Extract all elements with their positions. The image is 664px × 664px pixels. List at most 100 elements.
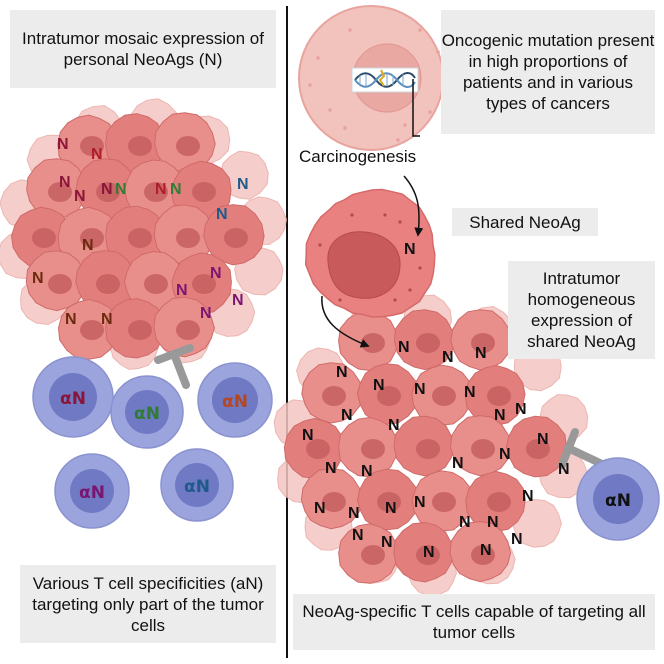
neoantigen-label: N: [101, 311, 113, 328]
shared-neoag-label: N: [404, 241, 416, 258]
t-cell: αN: [32, 356, 114, 438]
neoantigen-label: N: [32, 270, 44, 287]
neoantigen-label: N: [558, 461, 570, 478]
tumor-cell-nucleus: [416, 333, 440, 353]
neoantigen-label: N: [325, 460, 337, 477]
neoantigen-labels-right: N N N N N N N N N N N N N N N N N N N N …: [302, 339, 570, 561]
neoantigen-label: N: [381, 534, 393, 551]
neoantigen-label: N: [200, 305, 212, 322]
mutation-pointer-line: [412, 79, 420, 137]
neoantigen-label: N: [452, 455, 464, 472]
tumor-cell-nucleus: [128, 228, 152, 248]
neoantigen-label: N: [522, 488, 534, 505]
tumor-cell-nucleus: [361, 545, 385, 565]
neoantigen-label: N: [414, 494, 426, 511]
tumor-cell-nucleus: [176, 228, 200, 248]
tumor-cell-nucleus: [192, 274, 216, 294]
t-cell-label: αN: [605, 491, 631, 511]
tumor-cell-nucleus: [32, 228, 56, 248]
tumor-cell-nucleus: [416, 545, 440, 565]
homogeneous-box: Intratumor homogeneous expression of sha…: [508, 261, 655, 359]
mutation-box: Oncogenic mutation present in high propo…: [441, 10, 655, 134]
tumor-cell-nucleus: [471, 333, 495, 353]
t-cell: αN: [197, 362, 273, 438]
neoantigen-label: N: [423, 544, 435, 561]
tumor-cell-nucleus: [361, 333, 385, 353]
neoantigen-label: N: [537, 431, 549, 448]
t-cell: αN: [160, 448, 234, 522]
neoantigen-label: N: [302, 427, 314, 444]
tumor-cell-nucleus: [176, 320, 200, 340]
neoantigen-label: N: [511, 531, 523, 548]
left-caption-box: Various T cell specificities (aN) target…: [20, 565, 276, 643]
tumor-cell-nucleus: [80, 320, 104, 340]
tumor-cell-nucleus: [224, 228, 248, 248]
tumor-cell-nucleus: [416, 439, 440, 459]
tumor-cell: [304, 188, 436, 318]
neoantigen-label: N: [314, 500, 326, 517]
homogeneous-tumor: [273, 294, 589, 597]
neoantigen-label: N: [459, 514, 471, 531]
tumor-cell-nucleus: [377, 386, 401, 406]
neoantigen-labels-left: N N N N N N N N N N N N N N N N N N: [32, 136, 249, 328]
tumor-cell-nucleus: [96, 274, 120, 294]
left-title-box: Intratumor mosaic expression of personal…: [10, 10, 276, 88]
neoantigen-label: N: [385, 500, 397, 517]
tumor-cell-nucleus: [128, 136, 152, 156]
tumor-cell-nucleus: [96, 182, 120, 202]
neoantigen-label: N: [494, 407, 506, 424]
tumor-cell-nucleus: [322, 386, 346, 406]
tumor-cell-nucleus: [432, 492, 456, 512]
neoantigen-label: N: [515, 401, 527, 418]
t-cell-label: αN: [60, 389, 86, 409]
t-cell-label: αN: [222, 392, 248, 412]
neoantigen-label: N: [101, 181, 113, 198]
homogeneous-text: Intratumor homogeneous expression of sha…: [527, 269, 636, 351]
left-title: Intratumor mosaic expression of personal…: [22, 29, 264, 69]
neoantigen-label: N: [91, 146, 103, 163]
tumor-cell-nucleus: [322, 492, 346, 512]
neoantigen-label: N: [74, 188, 86, 205]
tumor-cell-nucleus: [176, 136, 200, 156]
right-caption: NeoAg-specific T cells capable of target…: [302, 602, 646, 642]
neoantigen-label: N: [361, 463, 373, 480]
t-cell-label: αN: [79, 483, 105, 503]
neoantigen-label: N: [155, 181, 167, 198]
neoantigen-label: N: [115, 181, 127, 198]
left-caption: Various T cell specificities (aN) target…: [32, 573, 264, 635]
neoantigen-label: N: [499, 446, 511, 463]
neoantigen-label: N: [57, 136, 69, 153]
shared-neoag-text: Shared NeoAg: [469, 212, 581, 232]
neoantigen-label: N: [475, 345, 487, 362]
tumor-cell-nucleus: [306, 439, 330, 459]
carcinogenesis-arrow: [403, 175, 424, 237]
neoantigen-label: N: [216, 206, 228, 223]
t-cell-label: αN: [134, 404, 160, 424]
neoantigen-label: N: [170, 181, 182, 198]
tumor-cell-nucleus: [128, 320, 152, 340]
tumor-cell-nucleus: [48, 274, 72, 294]
t-cell: αN: [54, 453, 130, 529]
neoantigen-label: N: [348, 505, 360, 522]
neoantigen-label: N: [341, 407, 353, 424]
tumor-cell-nucleus: [487, 386, 511, 406]
heterogeneous-tumor: [0, 98, 288, 370]
tumor-cell-nucleus: [361, 439, 385, 459]
neoantigen-label: N: [398, 339, 410, 356]
tumor-cell-nucleus: [432, 386, 456, 406]
tumor-cell-nucleus: [192, 182, 216, 202]
neoantigen-label: N: [176, 282, 188, 299]
right-caption-box: NeoAg-specific T cells capable of target…: [293, 594, 655, 650]
tumor-cell-nucleus: [144, 182, 168, 202]
neoantigen-label: N: [487, 514, 499, 531]
neoantigen-label: N: [373, 377, 385, 394]
neoantigen-label: N: [480, 542, 492, 559]
tumor-cell-nucleus: [526, 439, 550, 459]
t-cell: αN: [576, 457, 660, 541]
t-cell: αN: [110, 375, 184, 449]
tumor-cell-nucleus: [487, 492, 511, 512]
tumor-cell-nucleus: [144, 274, 168, 294]
neoantigen-label: N: [82, 237, 94, 254]
